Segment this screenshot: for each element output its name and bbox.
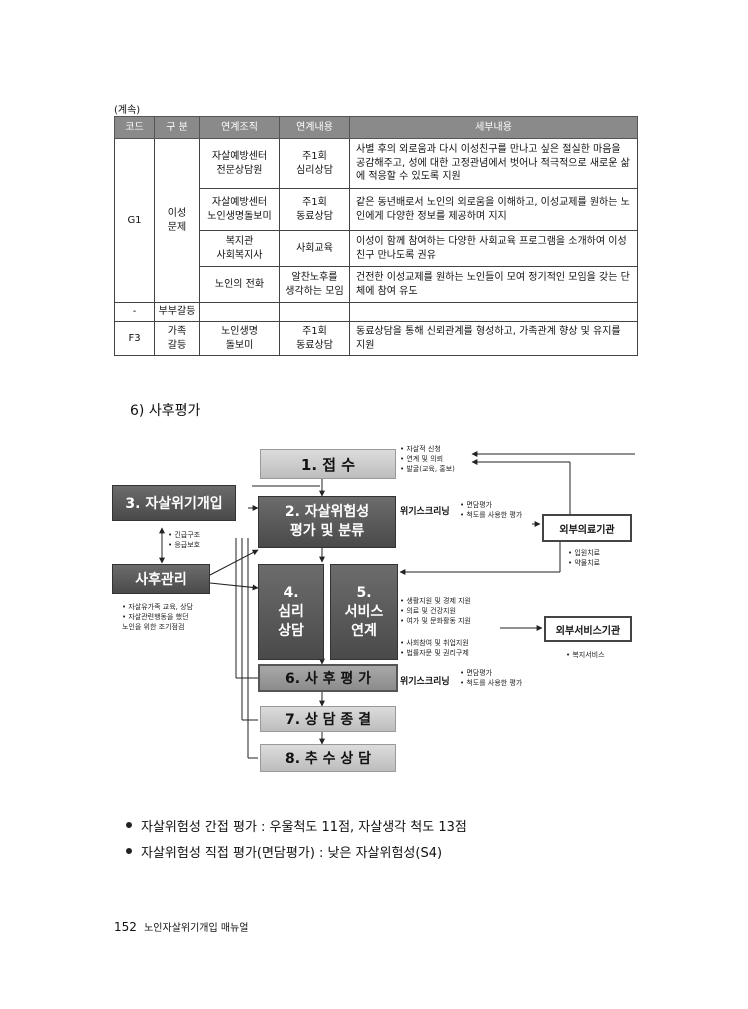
header-detail: 세부내용 — [349, 116, 638, 139]
content-cell: 주1회 동료상담 — [279, 321, 350, 356]
org-cell: 노인의 전화 — [199, 266, 280, 303]
category-cell: 부부갈등 — [154, 302, 200, 322]
table-row: 자살예방센터 노인생명돌보미 주1회 동료상담 같은 동년배로서 노인의 외로움… — [115, 188, 638, 231]
org-cell: 자살예방센터 전문상담원 — [199, 138, 280, 189]
aftercare-box: 사후관리 — [112, 564, 210, 594]
list-item: 자살위험성 간접 평가 : 우울척도 11점, 자살생각 척도 13점 — [126, 812, 467, 838]
page-number: 152 — [114, 920, 137, 934]
content-cell: 사회교육 — [279, 230, 350, 267]
continued-label: (계속) — [114, 105, 141, 116]
header-code: 코드 — [114, 116, 155, 139]
assessment-results: 자살위험성 간접 평가 : 우울척도 11점, 자살생각 척도 13점 자살위험… — [126, 812, 467, 864]
diagram-connectors — [159, 451, 635, 759]
code-cell: - — [114, 302, 155, 322]
list-item: 자살위험성 직접 평가(면담평가) : 낮은 자살위험성(S4) — [126, 838, 467, 864]
category-cell: 가족 갈등 — [154, 321, 200, 356]
detail-cell — [349, 302, 638, 322]
code-cell: F3 — [114, 321, 155, 356]
category-cell: 이성 문제 — [154, 138, 200, 303]
service-notes-a: • 생활지원 및 경제 지원 • 의료 및 건강지원 • 여가 및 문화활동 지… — [400, 597, 471, 625]
screening-notes-1: • 면담평가 • 척도를 사용한 평가 — [460, 501, 523, 519]
detail-cell: 이성이 함께 참여하는 다양한 사회교육 프로그램을 소개하여 이성친구 만나도… — [349, 230, 638, 267]
table-row: F3 가족 갈등 노인생명 돌보미 주1회 동료상담 동료상담을 통해 신뢰관계… — [114, 321, 638, 356]
code-cell: G1 — [114, 138, 155, 303]
header-category: 구 분 — [154, 116, 200, 139]
step-6-follow-up-evaluation: 6. 사 후 평 가 — [258, 664, 398, 692]
bullet-dot — [126, 848, 132, 854]
step-4-counseling: 4. 심리 상담 — [258, 564, 324, 660]
table-row: - 부부갈등 — [114, 302, 638, 322]
detail-cell: 동료상담을 통해 신뢰관계를 형성하고, 가족관계 향상 및 유지를 지원 — [349, 321, 638, 356]
crisis-screening-label-2: 위기스크리닝 — [400, 677, 450, 687]
crisis-intervention-notes: • 긴급구조 • 응급보호 — [168, 531, 201, 549]
detail-cell: 건전한 이성교제를 원하는 노인들이 모여 정기적인 모임을 갖는 단체에 참여… — [349, 266, 638, 303]
content-cell: 주1회 동료상담 — [279, 188, 350, 231]
service-notes-b: • 사회참여 및 취업지원 • 법률자문 및 권리구제 — [400, 639, 469, 657]
org-cell: 복지관 사회복지사 — [199, 230, 280, 267]
bullet-dot — [126, 822, 132, 828]
detail-cell: 같은 동년배로서 노인의 외로움을 이해하고, 이성교제를 원하는 노인에게 다… — [349, 188, 638, 231]
step-5-service-link: 5. 서비스 연계 — [330, 564, 398, 660]
linkage-table: 코드 구 분 연계조직 연계내용 세부내용 G1 이성 문제 자살예방센터 전문… — [114, 116, 638, 356]
table-row: G1 이성 문제 자살예방센터 전문상담원 주1회 심리상담 사별 후의 외로움… — [114, 138, 638, 303]
detail-cell: 사별 후의 외로움과 다시 이성친구를 만나고 싶은 절실한 마음을 공감해주고… — [349, 138, 638, 189]
step-3-crisis-intervention: 3. 자살위기개입 — [112, 485, 236, 521]
header-content: 연계내용 — [279, 116, 350, 139]
step-8-follow-up-counseling: 8. 추 수 상 담 — [260, 744, 396, 772]
medical-notes: • 입원치료 • 약물치료 — [568, 549, 601, 567]
step-7-termination: 7. 상 담 종 결 — [260, 706, 396, 732]
aftercare-notes: • 자살유가족 교육, 상담 • 자살관련행동을 했던 노인을 위한 조기점검 — [122, 603, 193, 631]
table-header-row: 코드 구 분 연계조직 연계내용 세부내용 — [114, 116, 638, 139]
header-org: 연계조직 — [199, 116, 280, 139]
external-medical-institution: 외부의료기관 — [542, 514, 632, 542]
org-cell: 자살예방센터 노인생명돌보미 — [199, 188, 280, 231]
welfare-service-note: • 복지서비스 — [566, 651, 605, 659]
org-cell — [199, 302, 280, 322]
step-1-intake: 1. 접 수 — [260, 449, 396, 479]
intake-notes: • 자살적 신청 • 연계 및 의뢰 • 발굴(교육, 홍보) — [400, 445, 455, 473]
page-footer: 152 노인자살위기개입 매뉴얼 — [114, 919, 248, 934]
section-title: 6) 사후평가 — [130, 403, 201, 419]
org-cell: 노인생명 돌보미 — [199, 321, 280, 356]
content-cell — [279, 302, 350, 322]
table-row: 복지관 사회복지사 사회교육 이성이 함께 참여하는 다양한 사회교육 프로그램… — [115, 230, 638, 267]
crisis-screening-label-1: 위기스크리닝 — [400, 507, 450, 517]
manual-title: 노인자살위기개입 매뉴얼 — [144, 923, 249, 934]
process-diagram: 1. 접 수 2. 자살위험성 평가 및 분류 3. 자살위기개입 사후관리 4… — [100, 438, 660, 778]
screening-notes-2: • 면담평가 • 척도를 사용한 평가 — [460, 669, 523, 687]
external-service-institution: 외부서비스기관 — [544, 616, 632, 642]
content-cell: 알찬노후를 생각하는 모임 — [279, 266, 350, 303]
step-2-risk-assessment: 2. 자살위험성 평가 및 분류 — [258, 496, 396, 548]
content-cell: 주1회 심리상담 — [279, 138, 350, 189]
